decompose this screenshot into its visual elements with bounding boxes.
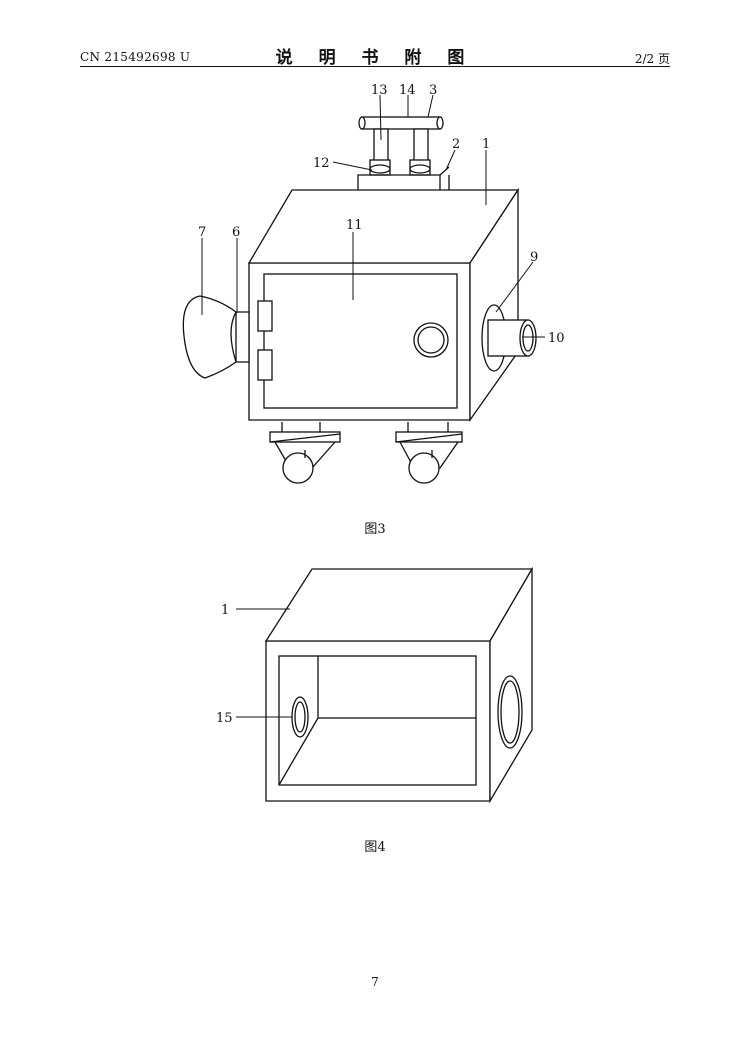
pipe-assembly xyxy=(357,116,450,190)
figure-4-caption: 图4 xyxy=(364,840,386,855)
figure-3-leaders xyxy=(201,94,545,338)
caster-right xyxy=(395,422,463,484)
figure-4-drawing: 1 15 xyxy=(216,566,534,804)
figure-3-drawing: 13 14 3 2 1 12 11 7 6 9 10 xyxy=(182,83,565,484)
caster-left xyxy=(269,422,341,484)
page-indicator: 2/2 页 xyxy=(634,52,670,66)
housing-box xyxy=(247,187,520,423)
header-rule xyxy=(80,66,670,67)
fig3-label-2: 2 xyxy=(452,137,460,152)
fig3-label-12: 12 xyxy=(313,156,330,171)
fig3-label-14: 14 xyxy=(399,83,416,98)
fig3-label-9: 9 xyxy=(530,250,538,265)
figure-4-leaders xyxy=(236,608,292,718)
fig4-label-15: 15 xyxy=(216,711,233,726)
fig3-label-7: 7 xyxy=(198,225,206,240)
fig3-label-13: 13 xyxy=(371,83,388,98)
nozzle-assembly xyxy=(182,295,250,379)
fig3-label-3: 3 xyxy=(429,83,437,98)
section-title: 说 明 书 附 图 xyxy=(275,48,475,68)
outlet-assembly xyxy=(481,304,537,372)
fig3-label-1: 1 xyxy=(482,137,490,152)
fig4-label-1: 1 xyxy=(221,603,229,618)
page-number: 7 xyxy=(371,975,379,989)
publication-number: CN 215492698 U xyxy=(80,50,191,64)
fig3-label-11: 11 xyxy=(346,218,363,233)
fig3-label-6: 6 xyxy=(232,225,240,240)
fig3-label-10: 10 xyxy=(548,331,565,346)
figure-3-caption: 图3 xyxy=(364,522,386,537)
